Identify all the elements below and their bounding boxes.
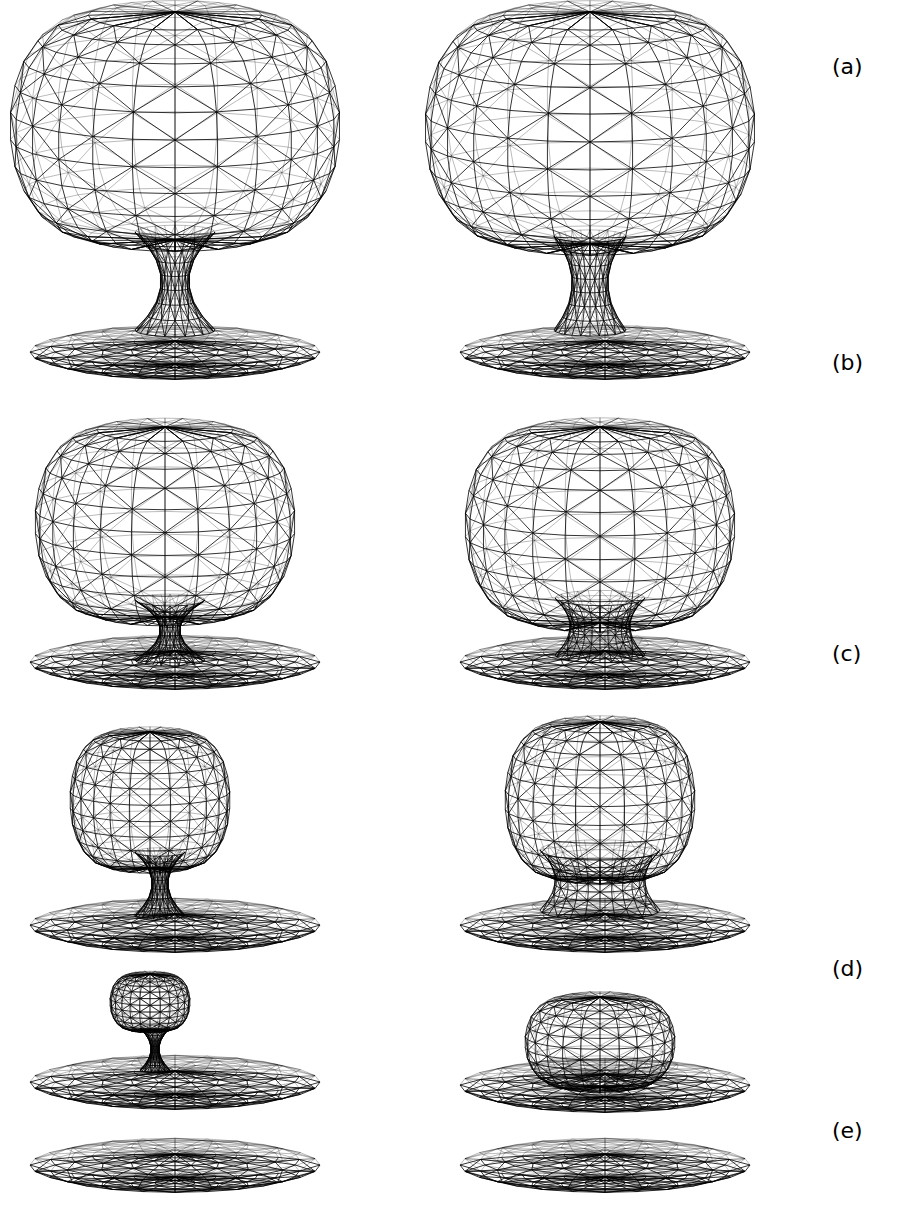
mesh-front [135,600,205,666]
mesh-front [426,12,755,255]
mesh-surface [35,418,294,626]
panel-label: (e) [832,1120,863,1142]
mesh-surface [30,1138,320,1192]
panel-label: (c) [832,643,861,665]
mesh-front [135,232,215,337]
mesh-surface [30,635,320,689]
mesh-surface [460,325,750,379]
mesh-front [70,732,229,873]
mesh-front [554,236,626,336]
mesh-front [30,651,320,689]
mesh-surface [554,230,626,336]
panel-label: (b) [832,352,863,374]
mesh-front [540,850,660,920]
mesh-front [460,1074,750,1112]
mesh-surface [460,635,750,689]
mesh-front [30,914,320,952]
mesh-surface [135,848,185,920]
mesh-surface [11,1,340,252]
mesh-front [30,1071,320,1109]
mesh-front [460,1154,750,1192]
mesh-front [460,651,750,689]
mesh-surface [426,1,755,256]
mesh-surface [110,971,190,1033]
panel-label: (d) [832,958,863,980]
mesh-surface [30,898,320,952]
mesh-front [30,341,320,379]
panel-label: (a) [832,56,863,78]
mesh-front [11,12,340,251]
mesh-surface [135,225,215,337]
mesh-surface [30,1055,320,1109]
mesh-surface [30,325,320,379]
mesh-front [110,974,190,1033]
mesh-front [460,914,750,952]
mesh-surface [460,1138,750,1192]
mesh-surface [460,1058,750,1112]
mesh-surface [460,898,750,952]
mesh-front [460,341,750,379]
mesh-front [30,1154,320,1192]
mesh-front [35,427,294,626]
